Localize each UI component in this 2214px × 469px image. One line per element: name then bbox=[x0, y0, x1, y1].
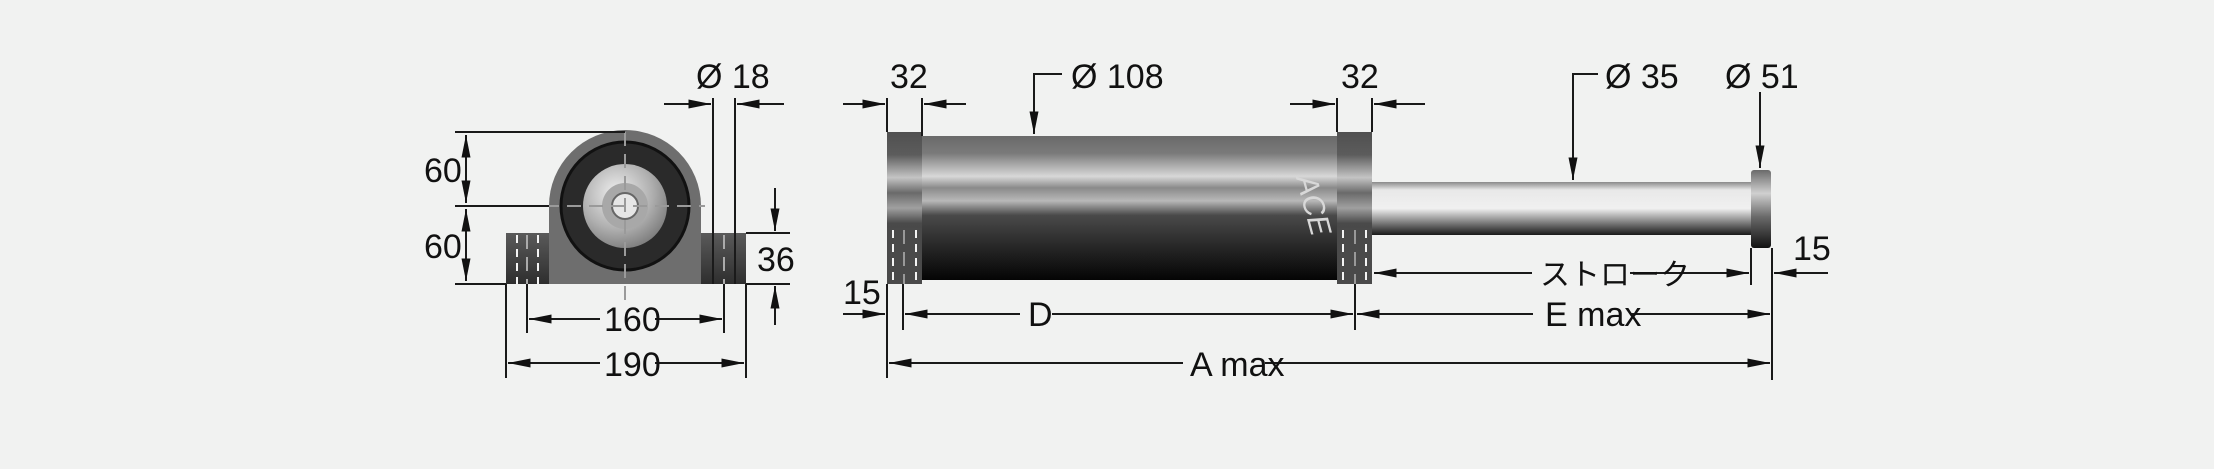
dim-flange-left: 32 bbox=[890, 58, 928, 96]
dim-A-max: A max bbox=[1190, 346, 1284, 384]
dim-height-lower: 60 bbox=[424, 228, 462, 266]
cylinder-tube bbox=[922, 136, 1337, 280]
dim-hole-spacing: 160 bbox=[604, 301, 661, 339]
dim-E-max: E max bbox=[1545, 296, 1641, 334]
dim-flange-right: 32 bbox=[1341, 58, 1379, 96]
dim-cap-thickness: 15 bbox=[1793, 230, 1831, 268]
piston-rod bbox=[1372, 182, 1754, 235]
dim-hole-diameter: Ø 18 bbox=[696, 58, 770, 96]
dim-base-thickness: 36 bbox=[757, 241, 795, 279]
dim-stroke: ストローク bbox=[1540, 259, 1690, 292]
dim-body-diameter: Ø 108 bbox=[1071, 58, 1164, 96]
dim-height-upper: 60 bbox=[424, 152, 462, 190]
front-view: ACE 32 Ø 108 32 Ø 35 Ø 51 15 ス bbox=[843, 58, 1831, 384]
dim-cap-diameter: Ø 51 bbox=[1725, 58, 1799, 96]
dim-rod-diameter: Ø 35 bbox=[1605, 58, 1679, 96]
dim-D: D bbox=[1028, 296, 1053, 334]
dim-base-width: 190 bbox=[604, 346, 661, 384]
dim-left-offset: 15 bbox=[843, 274, 881, 312]
side-view: 60 60 Ø 18 36 160 190 bbox=[424, 58, 795, 384]
rod-end-cap bbox=[1751, 170, 1771, 248]
